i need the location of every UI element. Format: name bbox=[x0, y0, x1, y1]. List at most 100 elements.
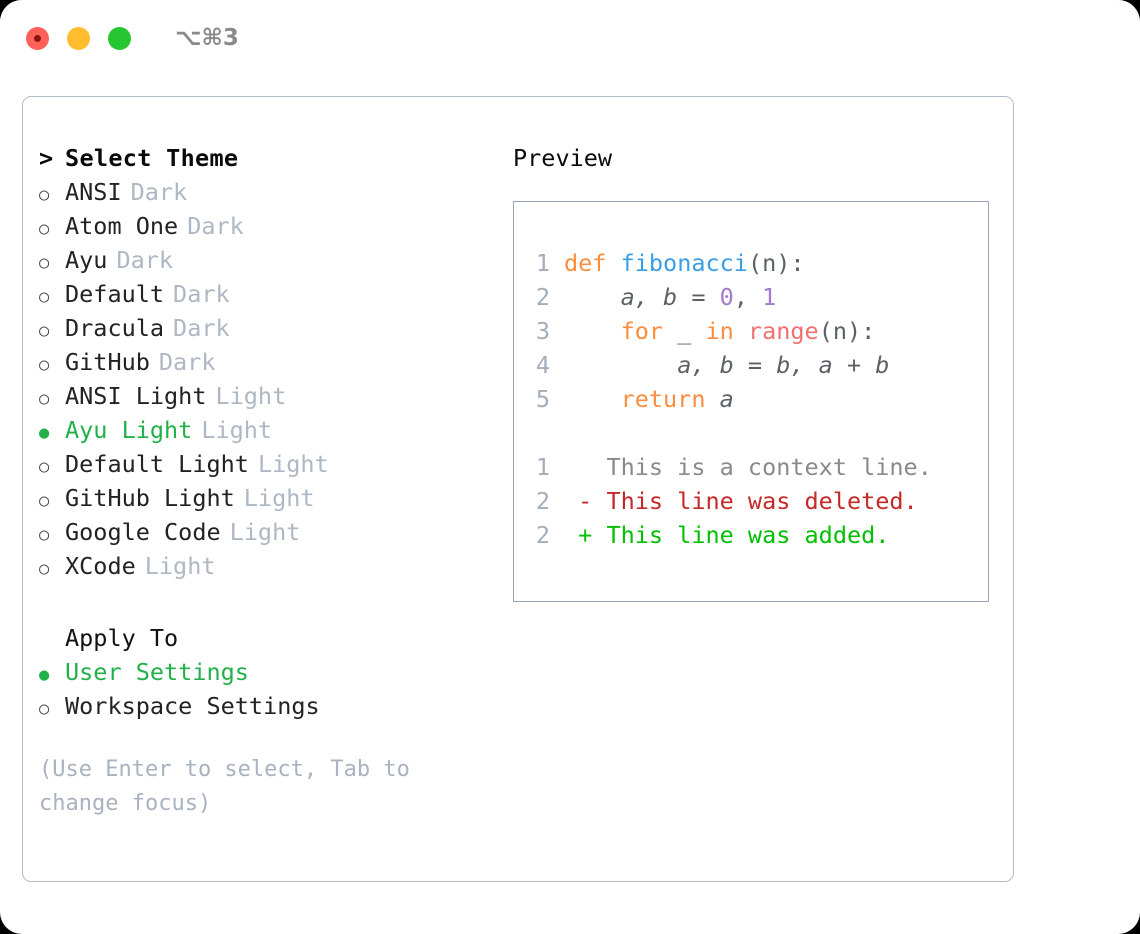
code-line: 4 a, b = b, a + b bbox=[528, 348, 988, 382]
theme-option-row[interactable]: ○ Atom One Dark bbox=[39, 209, 491, 243]
code-token bbox=[564, 317, 621, 345]
code-line: 5 return a bbox=[528, 382, 988, 416]
code-token: a bbox=[719, 385, 734, 413]
theme-name-label: Dracula bbox=[65, 314, 165, 342]
radio-unselected-icon: ○ bbox=[39, 287, 50, 307]
code-token: b, a + b bbox=[776, 351, 890, 379]
apply-to-option-label: Workspace Settings bbox=[65, 692, 320, 720]
code-line-number: 5 bbox=[535, 385, 550, 413]
keyboard-shortcut-label: ⌥⌘3 bbox=[175, 25, 239, 51]
theme-variant-tag: Dark bbox=[173, 280, 230, 308]
theme-option-row[interactable]: ○ Default Dark bbox=[39, 277, 491, 311]
code-token: _ bbox=[663, 317, 706, 345]
theme-name-label: XCode bbox=[65, 552, 136, 580]
radio-unselected-icon: ○ bbox=[39, 185, 50, 205]
diff-line-number: 2 bbox=[535, 521, 550, 549]
section-spacer bbox=[39, 583, 491, 621]
code-token bbox=[705, 385, 719, 413]
theme-name-label: GitHub bbox=[65, 348, 150, 376]
radio-unselected-icon: ○ bbox=[39, 491, 50, 511]
apply-to-option-row[interactable]: ●User Settings bbox=[39, 655, 491, 689]
radio-unselected-icon: ○ bbox=[39, 457, 50, 477]
select-theme-header: > Select Theme bbox=[39, 141, 491, 175]
code-line: 2 a, b = 0, 1 bbox=[528, 280, 988, 314]
diff-line: 2 + This line was added. bbox=[528, 518, 988, 552]
code-token: (n): bbox=[747, 249, 805, 277]
code-token: return bbox=[620, 385, 706, 413]
theme-name-label: Atom One bbox=[65, 212, 179, 240]
title-bar: ⌥⌘3 bbox=[0, 0, 1140, 76]
code-line-content: a, b = 0, 1 bbox=[564, 280, 777, 314]
radio-unselected-icon: ○ bbox=[39, 355, 50, 375]
theme-variant-tag: Dark bbox=[187, 212, 244, 240]
apply-to-list: ●User Settings○Workspace Settings bbox=[39, 655, 491, 723]
code-token bbox=[564, 283, 621, 311]
apply-to-label: Apply To bbox=[65, 624, 179, 652]
code-token bbox=[606, 249, 620, 277]
code-token: (n): bbox=[818, 317, 876, 345]
theme-variant-tag: Light bbox=[243, 484, 315, 512]
diff-line-number: 1 bbox=[535, 453, 550, 481]
code-line: 3 for _ in range(n): bbox=[528, 314, 988, 348]
code-spacer bbox=[528, 416, 988, 450]
theme-variant-tag: Dark bbox=[116, 246, 174, 274]
code-line-number: 1 bbox=[535, 249, 550, 277]
theme-variant-tag: Dark bbox=[158, 348, 216, 376]
theme-variant-tag: Light bbox=[201, 416, 273, 444]
code-token: , bbox=[733, 283, 763, 311]
close-button-icon[interactable] bbox=[26, 26, 49, 50]
code-token: a, b bbox=[620, 283, 678, 311]
code-token: = bbox=[677, 283, 720, 311]
code-line-content: for _ in range(n): bbox=[564, 314, 876, 348]
code-line-number: 3 bbox=[535, 317, 550, 345]
code-token: a, b bbox=[677, 351, 734, 379]
theme-name-label: Default bbox=[65, 280, 165, 308]
diff-sample: 1 This is a context line. 2 - This line w… bbox=[528, 450, 988, 552]
diff-line-number: 2 bbox=[535, 487, 550, 515]
code-token bbox=[564, 351, 677, 379]
theme-option-row[interactable]: ○ GitHub Light Light bbox=[39, 481, 491, 515]
traffic-lights bbox=[26, 26, 131, 50]
code-token: fibonacci bbox=[620, 249, 748, 277]
theme-name-label: GitHub Light bbox=[65, 484, 235, 512]
minimize-button-icon[interactable] bbox=[67, 26, 90, 50]
keyboard-hint: (Use Enter to select, Tab to change focu… bbox=[39, 757, 410, 816]
code-token: = bbox=[733, 351, 777, 379]
code-line-number: 4 bbox=[535, 351, 550, 379]
theme-name-label: Ayu bbox=[65, 246, 108, 274]
diff-line-content: This is a context line. bbox=[564, 453, 932, 481]
radio-unselected-icon: ○ bbox=[39, 389, 50, 409]
diff-line-content: - This line was deleted. bbox=[564, 487, 918, 515]
theme-option-row[interactable]: ○ XCode Light bbox=[39, 549, 491, 583]
radio-selected-icon: ● bbox=[39, 665, 50, 685]
theme-option-row[interactable]: ○ GitHub Dark bbox=[39, 345, 491, 379]
diff-line: 1 This is a context line. bbox=[528, 450, 988, 484]
radio-unselected-icon: ○ bbox=[39, 559, 50, 579]
radio-selected-icon: ● bbox=[39, 423, 50, 443]
theme-variant-tag: Light bbox=[144, 552, 216, 580]
code-token: 1 bbox=[762, 283, 777, 311]
apply-to-option-row[interactable]: ○Workspace Settings bbox=[39, 689, 491, 723]
radio-unselected-icon: ○ bbox=[39, 321, 50, 341]
theme-variant-tag: Light bbox=[229, 518, 301, 546]
prompt-caret-icon: > bbox=[39, 144, 54, 172]
theme-option-row[interactable]: ○ Dracula Dark bbox=[39, 311, 491, 345]
code-line-content: return a bbox=[564, 382, 734, 416]
code-line-number: 2 bbox=[535, 283, 550, 311]
theme-variant-tag: Dark bbox=[173, 314, 230, 342]
radio-unselected-icon: ○ bbox=[39, 219, 50, 239]
zoom-button-icon[interactable] bbox=[108, 26, 131, 50]
